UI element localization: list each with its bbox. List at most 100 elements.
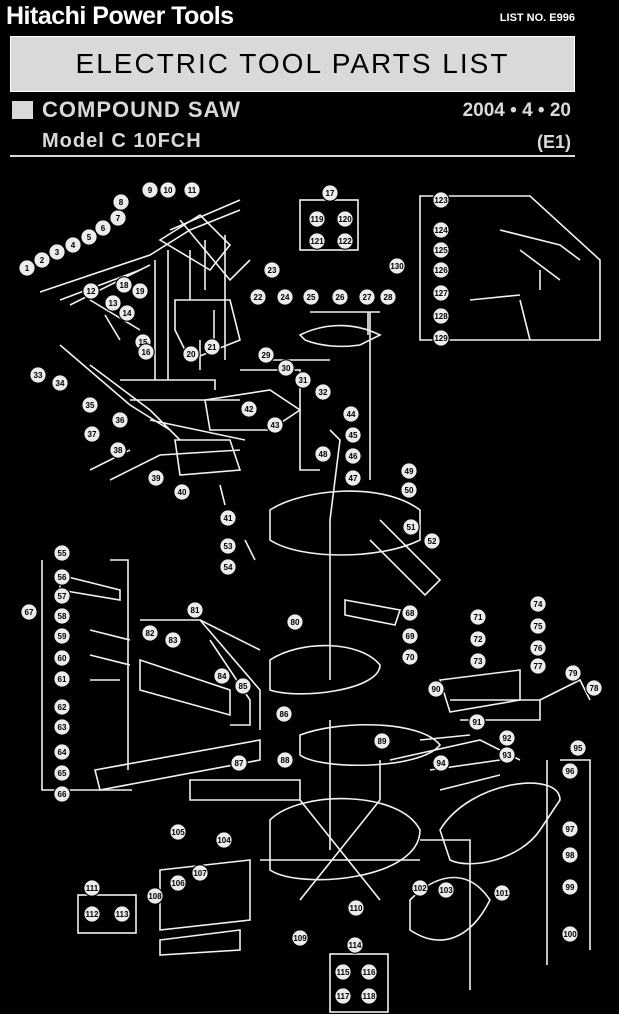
callout-circle bbox=[51, 374, 69, 392]
callout-number: 88 bbox=[281, 756, 290, 765]
callout-circle bbox=[240, 400, 258, 418]
callout-circle bbox=[82, 282, 100, 300]
callout-number: 25 bbox=[307, 293, 316, 302]
callout-number: 128 bbox=[434, 312, 448, 321]
callout-circle bbox=[469, 630, 487, 648]
product-name: COMPOUND SAW bbox=[42, 97, 241, 122]
callout-circle bbox=[249, 288, 267, 306]
callout-number: 40 bbox=[178, 488, 187, 497]
callout-circle bbox=[112, 193, 130, 211]
callout-circle bbox=[529, 617, 547, 635]
callout-circle bbox=[373, 732, 391, 750]
callout-number: 83 bbox=[169, 636, 178, 645]
callout-number: 119 bbox=[311, 215, 324, 224]
callout-number: 54 bbox=[224, 563, 233, 572]
callout-number: 121 bbox=[310, 237, 324, 246]
callout-circle bbox=[266, 416, 284, 434]
callout-circle bbox=[358, 288, 376, 306]
callout-circle bbox=[561, 762, 579, 780]
callout-number: 23 bbox=[268, 266, 277, 275]
callout-number: 27 bbox=[363, 293, 372, 302]
callout-number: 115 bbox=[337, 968, 350, 977]
callout-circle bbox=[164, 631, 182, 649]
callout-circle bbox=[53, 670, 71, 688]
callout-number: 15 bbox=[139, 338, 148, 347]
callout-number: 32 bbox=[319, 388, 328, 397]
callout-circle bbox=[321, 184, 339, 202]
callout-circle bbox=[423, 532, 441, 550]
callout-number: 93 bbox=[503, 751, 512, 760]
callout-number: 78 bbox=[590, 684, 599, 693]
callout-circle bbox=[53, 698, 71, 716]
callout-circle bbox=[113, 905, 131, 923]
callout-circle bbox=[286, 613, 304, 631]
callout-circle bbox=[53, 587, 71, 605]
callout-number: 109 bbox=[293, 934, 307, 943]
callout-circle bbox=[334, 963, 352, 981]
edition-code: (E1) bbox=[536, 132, 571, 152]
callout-circle bbox=[529, 595, 547, 613]
callout-number: 80 bbox=[291, 618, 300, 627]
callout-circle bbox=[219, 537, 237, 555]
callout-circle bbox=[182, 345, 200, 363]
callout-number: 106 bbox=[171, 879, 185, 888]
callout-circle bbox=[215, 831, 233, 849]
callout-circle bbox=[402, 518, 420, 536]
callout-circle bbox=[498, 746, 516, 764]
callout-number: 105 bbox=[171, 828, 185, 837]
callout-circle bbox=[33, 251, 51, 269]
callout-number: 55 bbox=[58, 549, 67, 558]
callout-number: 41 bbox=[224, 514, 233, 523]
callout-number: 118 bbox=[363, 992, 376, 1001]
callout-number: 11 bbox=[188, 186, 197, 195]
callout-number: 125 bbox=[434, 246, 448, 255]
callout-number: 62 bbox=[58, 703, 67, 712]
callout-circle bbox=[432, 261, 450, 279]
callout-circle bbox=[263, 261, 281, 279]
callout-circle bbox=[437, 881, 455, 899]
callout-number: 81 bbox=[191, 606, 200, 615]
callout-number: 45 bbox=[349, 431, 358, 440]
callout-circle bbox=[53, 607, 71, 625]
callout-number: 44 bbox=[347, 410, 356, 419]
callout-number: 29 bbox=[262, 351, 271, 360]
callout-circle bbox=[294, 371, 312, 389]
callout-number: 3 bbox=[55, 248, 60, 257]
callout-number: 2 bbox=[40, 256, 45, 265]
callout-number: 69 bbox=[406, 632, 415, 641]
callout-circle bbox=[234, 677, 252, 695]
callout-number: 98 bbox=[566, 851, 575, 860]
callout-circle bbox=[469, 652, 487, 670]
callout-number: 90 bbox=[432, 685, 441, 694]
callout-circle bbox=[131, 282, 149, 300]
issue-date: 2004 • 4 • 20 bbox=[462, 100, 571, 121]
callout-circle bbox=[230, 754, 248, 772]
callout-number: 123 bbox=[434, 196, 448, 205]
callout-circle bbox=[308, 232, 326, 250]
callout-number: 22 bbox=[254, 293, 263, 302]
callout-circle bbox=[432, 191, 450, 209]
callout-number: 107 bbox=[193, 869, 207, 878]
callout-number: 61 bbox=[58, 675, 67, 684]
callout-circle bbox=[564, 664, 582, 682]
square-bullet-icon bbox=[12, 101, 33, 119]
callout-circle bbox=[432, 241, 450, 259]
callout-circle bbox=[48, 243, 66, 261]
callout-number: 85 bbox=[239, 682, 248, 691]
callout-circle bbox=[53, 649, 71, 667]
callout-circle bbox=[469, 608, 487, 626]
callout-number: 73 bbox=[474, 657, 483, 666]
callout-number: 43 bbox=[271, 421, 280, 430]
callout-circle bbox=[80, 228, 98, 246]
callout-circle bbox=[411, 879, 429, 897]
callout-number: 46 bbox=[349, 452, 358, 461]
callout-circle bbox=[64, 236, 82, 254]
callout-number: 6 bbox=[101, 224, 106, 233]
callout-circle bbox=[169, 874, 187, 892]
callout-circle bbox=[137, 343, 155, 361]
callout-circle bbox=[109, 441, 127, 459]
callout-number: 18 bbox=[120, 281, 129, 290]
callout-number: 104 bbox=[217, 836, 231, 845]
